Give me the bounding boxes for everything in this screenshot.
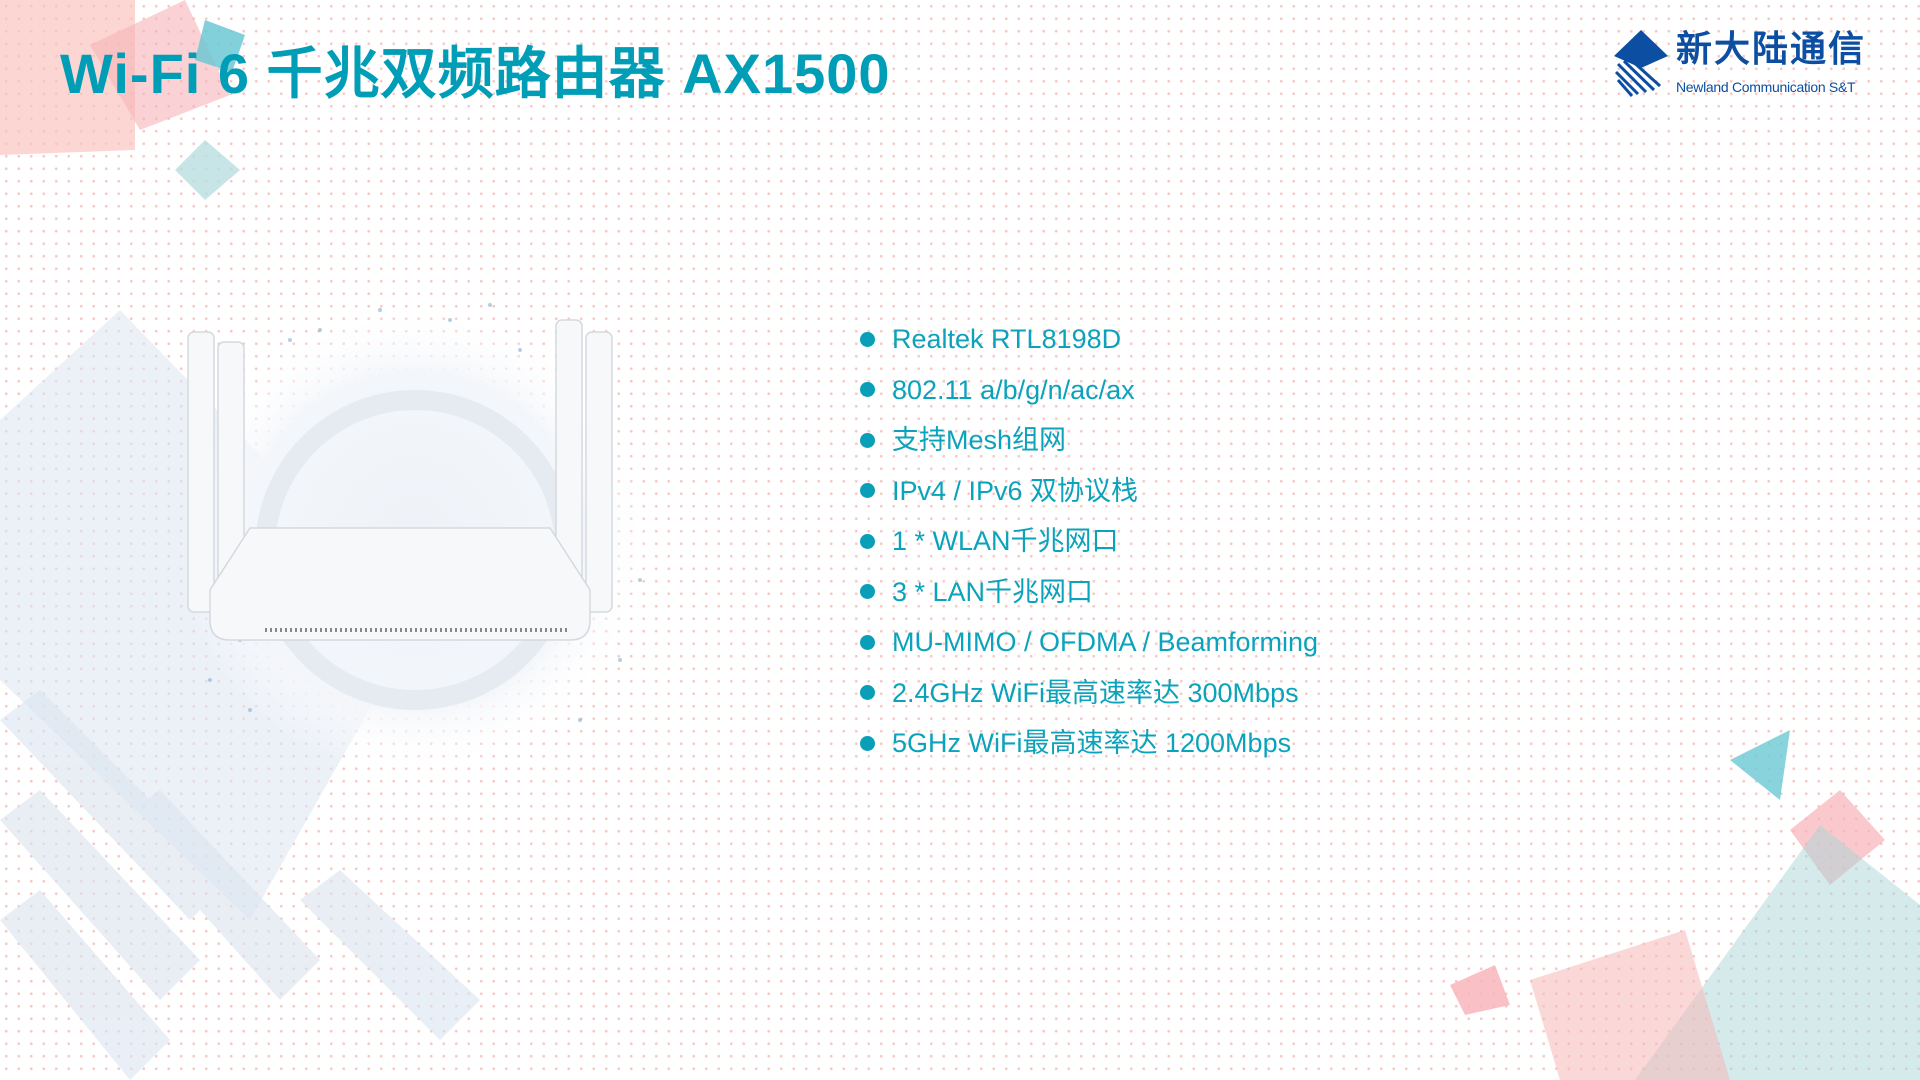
newland-logo-icon [1614,30,1668,97]
feature-item: 支持Mesh组网 [860,415,1318,466]
feature-item: 3 * LAN千兆网口 [860,567,1318,618]
bullet-icon [860,735,875,751]
feature-list: Realtek RTL8198D 802.11 a/b/g/n/ac/ax 支持… [860,314,1318,769]
bullet-icon [860,533,875,549]
feature-item: 5GHz WiFi最高速率达 1200Mbps [860,718,1318,769]
logo-text: 新大陆通信 Newland Communication S&T [1676,26,1866,96]
bullet-icon [860,685,875,701]
feature-text: MU-MIMO / OFDMA / Beamforming [892,627,1319,658]
logo-name-en: Newland Communication S&T [1676,79,1856,95]
feature-item: IPv4 / IPv6 双协议栈 [860,466,1318,517]
feature-text: 802.11 a/b/g/n/ac/ax [892,374,1135,405]
bullet-icon [860,634,875,650]
feature-text: 1 * WLAN千兆网口 [892,526,1119,557]
bullet-icon [860,483,875,499]
bullet-icon [860,432,875,448]
feature-text: 3 * LAN千兆网口 [892,576,1094,607]
company-logo: 新大陆通信 Newland Communication S&T [1612,26,1902,106]
feature-item: 1 * WLAN千兆网口 [860,516,1318,567]
feature-text: 支持Mesh组网 [892,425,1067,456]
bullet-icon [860,331,875,347]
feature-text: Realtek RTL8198D [892,324,1122,355]
page-title: Wi-Fi 6 千兆双频路由器 AX1500 [60,42,891,105]
feature-item: MU-MIMO / OFDMA / Beamforming [860,617,1318,668]
feature-item: 802.11 a/b/g/n/ac/ax [860,365,1318,416]
feature-item: Realtek RTL8198D [860,314,1318,365]
logo-name-cn: 新大陆通信 [1676,28,1867,69]
feature-text: 5GHz WiFi最高速率达 1200Mbps [892,728,1292,759]
bullet-icon [860,584,875,600]
bullet-icon [860,382,875,398]
feature-text: IPv4 / IPv6 双协议栈 [892,475,1139,506]
feature-text: 2.4GHz WiFi最高速率达 300Mbps [892,677,1299,708]
feature-item: 2.4GHz WiFi最高速率达 300Mbps [860,668,1318,719]
router-product-image [180,303,650,775]
